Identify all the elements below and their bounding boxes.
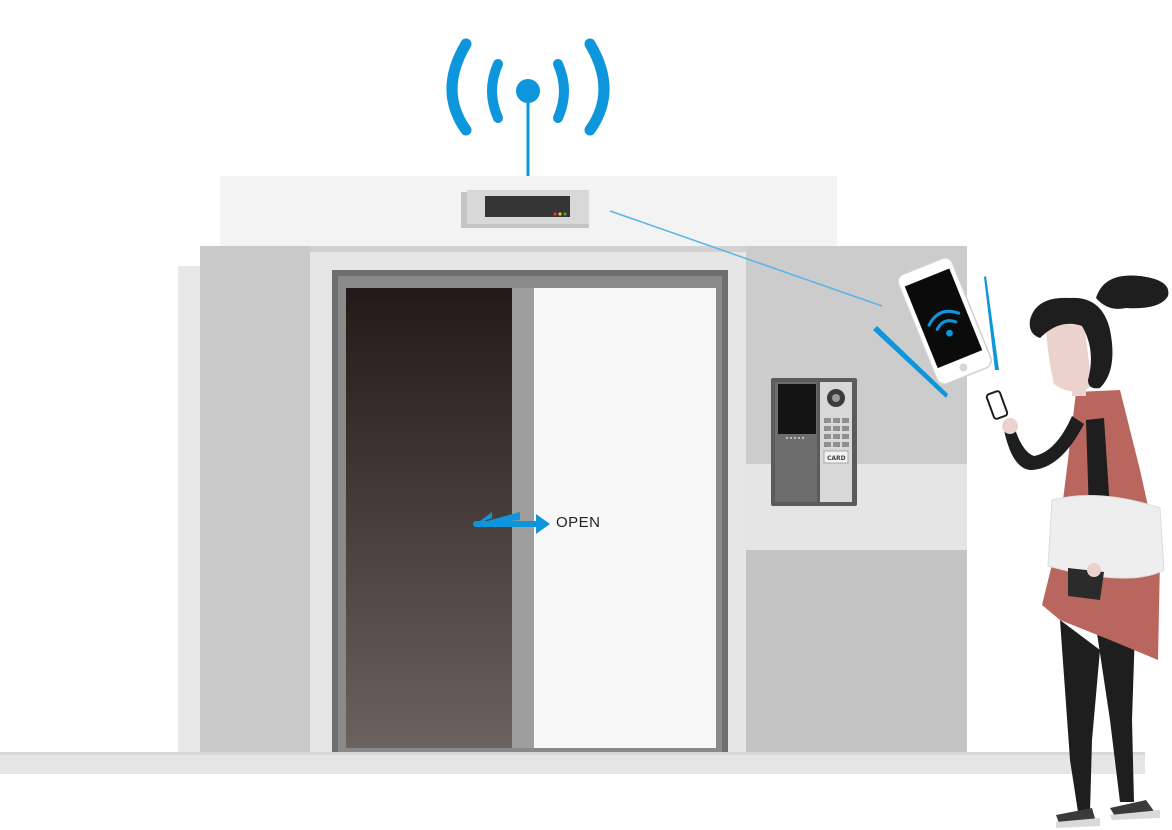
open-label: OPEN (556, 514, 601, 531)
door-panel-overlap (512, 288, 534, 748)
signal-line (609, 210, 883, 307)
card-label: CARD (827, 455, 846, 462)
person (985, 275, 1169, 828)
hand-phone (985, 390, 1009, 420)
panel-screen (778, 384, 816, 434)
access-panel: CARD (771, 378, 857, 506)
signal-flares (873, 276, 999, 398)
floor (0, 752, 1145, 774)
keypad (824, 418, 849, 447)
wifi-icon (927, 309, 961, 337)
smartphone (897, 257, 992, 385)
controller-box (461, 190, 589, 228)
elevator-door (332, 270, 728, 752)
phone-screen (904, 268, 983, 369)
double-arrow-icon (473, 512, 550, 534)
wireless-broadcast-icon (446, 38, 610, 176)
door-panel-right (534, 288, 716, 748)
